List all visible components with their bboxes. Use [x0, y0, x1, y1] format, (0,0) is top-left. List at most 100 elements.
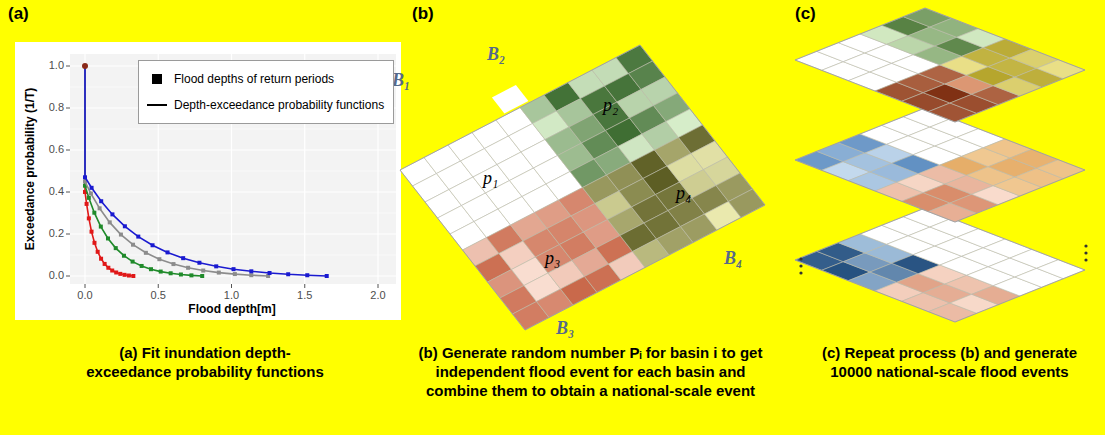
- legend-text: Flood depths of return periods: [174, 72, 334, 86]
- return-period-marker: [186, 266, 190, 270]
- return-period-marker: [131, 260, 135, 264]
- basin-label: B₁: [392, 70, 410, 91]
- panel-caption: (c) Repeat process (b) and generate 1000…: [802, 343, 1097, 381]
- tick-label: 2.0: [363, 289, 393, 301]
- return-period-marker: [114, 270, 118, 274]
- tick-label: 0.4: [34, 185, 64, 197]
- tick-label: 0.2: [34, 227, 64, 239]
- grid-outline: [795, 208, 1085, 322]
- ellipsis-dots: [799, 244, 1087, 274]
- return-period-marker: [103, 262, 107, 266]
- return-period-marker: [140, 264, 144, 268]
- return-period-marker: [149, 267, 153, 271]
- tick-label: 1.0: [217, 289, 247, 301]
- grid-cell: [1037, 260, 1085, 279]
- return-period-marker: [127, 274, 131, 278]
- square-sample: [152, 74, 162, 84]
- tick-mark: [85, 284, 86, 288]
- legend-row: Depth-exceedance probability functions: [146, 92, 384, 118]
- tick-label: 0.6: [34, 143, 64, 155]
- tick-mark: [66, 276, 70, 277]
- return-period-marker: [144, 251, 148, 255]
- return-period-marker: [110, 269, 114, 273]
- dot: [1084, 251, 1087, 254]
- tick-label: 0.0: [70, 289, 100, 301]
- return-period-marker: [99, 257, 103, 261]
- return-period-marker: [123, 224, 127, 228]
- return-period-marker: [106, 266, 110, 270]
- tick-label: 0.8: [34, 101, 64, 113]
- grid-line: [70, 149, 396, 150]
- return-period-marker: [151, 243, 155, 247]
- return-period-marker: [249, 273, 253, 277]
- return-period-marker: [92, 211, 96, 215]
- return-period-marker: [106, 236, 110, 240]
- grid-cell: [1037, 60, 1085, 79]
- legend-box: Flood depths of return periodsDepth-exce…: [138, 60, 394, 124]
- dot: [799, 271, 802, 274]
- grid-outline: [795, 8, 1085, 122]
- legend-text: Depth-exceedance probability functions: [174, 98, 384, 112]
- event-grids: [795, 8, 1085, 322]
- return-period-marker: [83, 175, 87, 179]
- return-period-marker: [119, 233, 123, 237]
- return-period-marker: [90, 186, 94, 190]
- tick-mark: [158, 284, 159, 288]
- return-period-marker: [189, 273, 193, 277]
- return-period-marker: [99, 225, 103, 229]
- return-period-marker: [131, 243, 135, 247]
- tick-mark: [231, 284, 232, 288]
- tick-label: 1.0: [34, 59, 64, 71]
- dot: [799, 257, 802, 260]
- panel-label: (c): [795, 4, 816, 24]
- return-period-marker: [96, 250, 100, 254]
- return-period-marker: [98, 206, 102, 210]
- grid-line: [70, 171, 396, 172]
- axis-title: Flood depth[m]: [152, 302, 312, 316]
- tick-mark: [66, 108, 70, 109]
- panel-caption: (b) Generate random number Pᵢ for basin …: [418, 343, 763, 400]
- basin-grid: [400, 45, 765, 330]
- return-period-marker: [200, 274, 204, 278]
- probability-curve: [85, 66, 133, 276]
- return-period-marker: [305, 273, 309, 277]
- return-period-marker: [268, 271, 272, 275]
- grid-outline: [400, 45, 765, 330]
- panel-caption: (a) Fit inundation depth-exceedance prob…: [85, 343, 325, 381]
- return-period-marker: [181, 256, 185, 260]
- return-period-marker: [325, 274, 329, 278]
- return-period-marker: [233, 272, 237, 276]
- panel-label: (a): [8, 4, 29, 24]
- return-period-marker: [169, 271, 173, 275]
- basin-label: B₃: [556, 318, 574, 339]
- tick-mark: [66, 192, 70, 193]
- return-period-marker: [118, 272, 122, 276]
- return-period-marker: [159, 270, 163, 274]
- grid-cell: [1037, 160, 1085, 179]
- return-period-marker: [114, 246, 118, 250]
- dot: [1084, 258, 1087, 261]
- probability-label: p₃: [545, 248, 560, 269]
- legend-sample: [146, 72, 168, 86]
- grid-line: [70, 191, 396, 192]
- probability-label: p₄: [676, 183, 691, 204]
- return-period-marker: [108, 220, 112, 224]
- return-period-marker: [87, 216, 91, 220]
- legend-row: Flood depths of return periods: [146, 66, 384, 92]
- return-period-marker: [89, 191, 93, 195]
- return-period-marker: [286, 272, 290, 276]
- return-period-marker: [197, 261, 201, 265]
- probability-label: p₁: [483, 168, 498, 189]
- tick-mark: [66, 66, 70, 67]
- tick-mark: [304, 284, 305, 288]
- return-period-marker: [232, 267, 236, 271]
- return-period-marker: [110, 212, 114, 216]
- tick-label: 1.5: [290, 289, 320, 301]
- dot: [799, 264, 802, 267]
- return-period-marker: [201, 269, 205, 273]
- grid-line: [70, 129, 396, 130]
- probability-label: p₂: [603, 95, 618, 116]
- grid-outline: [795, 108, 1085, 222]
- return-period-marker: [99, 199, 103, 203]
- return-period-marker: [249, 269, 253, 273]
